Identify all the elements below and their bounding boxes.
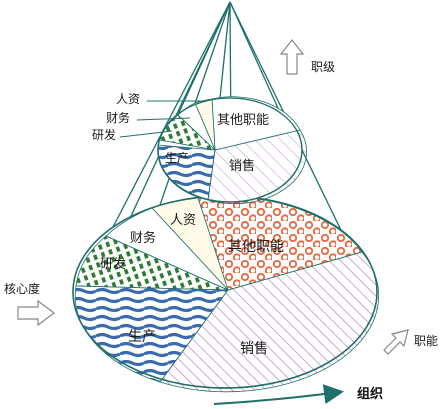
axis-label-core-degree: 核心度 [4,281,40,296]
core-degree-arrow-icon [17,299,55,327]
axis-label-function: 职能 [414,334,438,348]
bottom-slice-sales [159,251,380,393]
bottom-pie [72,195,380,393]
organization-arrow-icon [213,384,344,405]
bottom-label-other-functions: 其他职能 [228,239,284,255]
axis-label-level: 职级 [311,60,335,74]
bottom-slice-rd [75,235,229,291]
top-label-sales: 销售 [229,158,255,174]
top-pie-leader-lines [119,100,205,138]
top-slice-rd [159,114,217,151]
top-label-hr: 人资 [116,92,140,106]
bottom-label-hr: 人资 [170,213,196,228]
function-arrow-icon [383,329,409,355]
top-slice-other-functions [211,96,301,151]
top-label-finance: 财务 [106,110,130,125]
top-label-other-functions: 其他职能 [217,113,269,128]
level-arrow-icon [279,39,305,75]
top-label-production: 生产 [165,151,189,165]
axis-label-organization: 组织 [357,386,383,402]
top-label-rd: 研发 [92,127,116,142]
top-pie [157,96,307,205]
bottom-label-finance: 财务 [130,230,156,246]
bottom-label-rd: 研发 [100,256,126,272]
top-slice-sales [207,129,307,205]
bottom-label-sales: 销售 [240,341,268,357]
bottom-label-production: 生产 [128,329,156,345]
